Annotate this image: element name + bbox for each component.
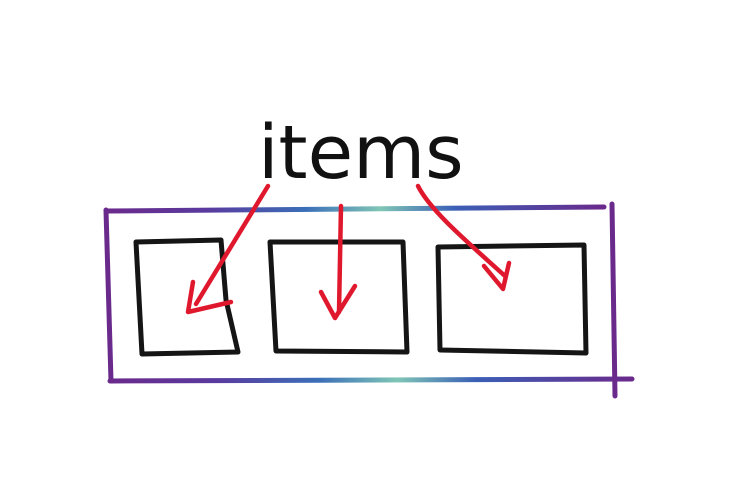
item-box-3 [435, 242, 589, 356]
item-box-1 [133, 237, 241, 357]
arrow-to-item-1 [185, 183, 271, 315]
item-box-2 [267, 239, 410, 355]
arrow-to-item-3 [415, 183, 512, 292]
container-outline [103, 201, 635, 399]
arrow-to-item-2 [318, 203, 358, 321]
items-label: items [258, 110, 464, 196]
